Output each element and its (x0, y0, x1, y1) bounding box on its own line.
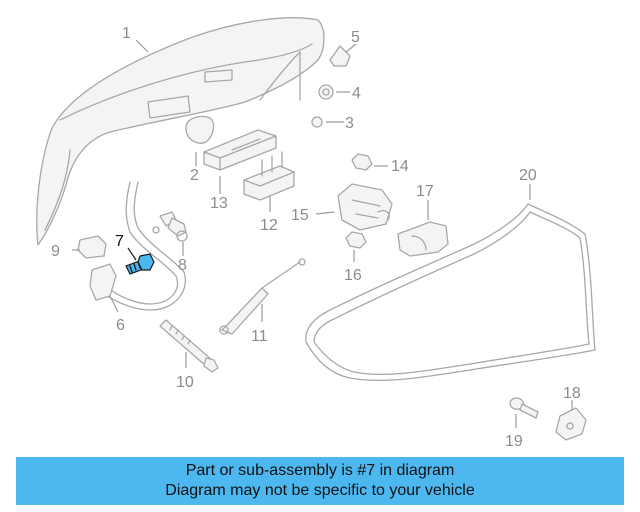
part-3-plug (311, 116, 323, 128)
callout-6: 6 (116, 317, 125, 334)
callout-3: 3 (345, 115, 354, 132)
callout-2: 2 (190, 167, 199, 184)
part-4-grommet (318, 84, 334, 100)
part-2-bumper (185, 115, 215, 144)
callout-14: 14 (391, 158, 409, 175)
callout-18: 18 (563, 385, 581, 402)
part-20-weatherstrip (305, 203, 596, 382)
part-10-gas-strut (159, 319, 219, 373)
part-13-bracket (203, 129, 277, 171)
part-12-lock (243, 151, 295, 201)
part-7-bolt-highlighted (125, 253, 155, 275)
callout-15: 15 (291, 207, 309, 224)
callout-9: 9 (51, 243, 60, 260)
part-8-bolt (159, 211, 188, 242)
callout-11: 11 (251, 328, 268, 345)
callout-7: 7 (115, 233, 124, 250)
callout-4: 4 (352, 85, 361, 102)
callout-1: 1 (122, 25, 131, 42)
info-banner: Part or sub-assembly is #7 in diagram Di… (16, 457, 624, 505)
part-15-latch (337, 183, 393, 231)
leader-lines (72, 39, 573, 428)
part-5-cap (329, 45, 351, 67)
banner-line-part: Part or sub-assembly is #7 in diagram (185, 462, 455, 479)
part-11-gas-strut (219, 258, 306, 335)
callout-5: 5 (351, 29, 360, 46)
part-14-nut (351, 153, 373, 171)
part-1-trunk-lid (36, 17, 325, 246)
part-16-nut (345, 231, 367, 249)
callout-16: 16 (344, 267, 362, 284)
callout-17: 17 (416, 183, 434, 200)
banner-line-disclaimer: Diagram may not be specific to your vehi… (165, 482, 475, 499)
part-19-fastener (509, 397, 539, 419)
callout-8: 8 (178, 257, 187, 274)
callout-10: 10 (176, 374, 194, 391)
callout-20: 20 (519, 167, 537, 184)
part-18-bracket (555, 407, 587, 441)
callout-12: 12 (260, 217, 278, 234)
callout-13: 13 (210, 195, 228, 212)
part-17-cover (397, 221, 449, 257)
callout-19: 19 (505, 433, 523, 450)
part-9-bumper (77, 235, 107, 259)
